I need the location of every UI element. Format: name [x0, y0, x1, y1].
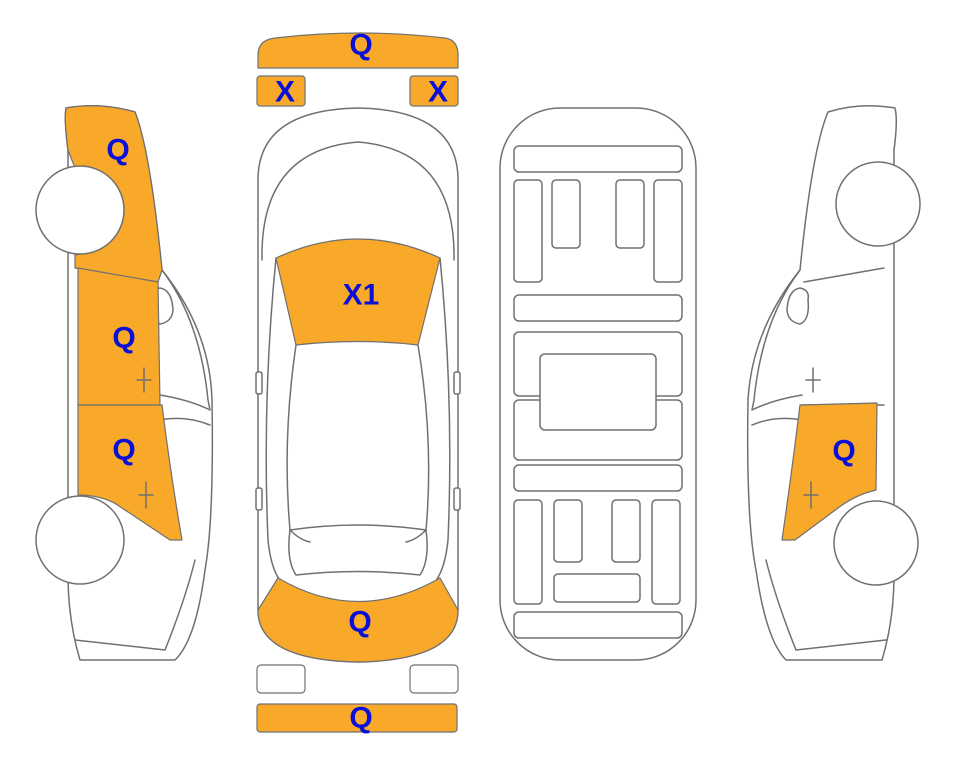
left-front-fender-code: Q — [106, 134, 129, 167]
underbody-rear-right-rail — [651, 499, 681, 605]
underbody-view — [499, 107, 697, 661]
left-rear-door-handle — [138, 481, 154, 509]
underbody-center-tunnel — [539, 353, 657, 431]
right-rear-wheel — [833, 500, 919, 586]
left-rear-door-panel[interactable] — [77, 404, 183, 541]
underbody-rear-crossmember — [513, 464, 683, 492]
top-view-right-inner-line — [405, 344, 430, 543]
trunk-code: Q — [348, 606, 371, 639]
underbody-front-right-rail — [653, 179, 683, 283]
front-left-light-panel[interactable] — [256, 75, 306, 107]
underbody-rear-right-inner — [611, 499, 641, 563]
top-view-right-mirror-rear — [453, 487, 461, 511]
top-view-rear-glass — [288, 524, 428, 576]
left-side-sill-line — [74, 559, 196, 651]
underbody-rear-left-inner — [553, 499, 583, 563]
underbody-rear-panel — [513, 611, 683, 639]
right-front-wheel — [835, 161, 921, 247]
left-side-window-line — [159, 269, 211, 411]
underbody-front-left-inner — [551, 179, 581, 249]
rear-bumper-panel[interactable] — [256, 703, 458, 733]
top-view-body-outline — [257, 107, 459, 663]
top-view-hood-arc — [261, 141, 455, 261]
left-rear-wheel — [35, 495, 125, 585]
left-front-door-code: Q — [112, 322, 135, 355]
underbody-front-right-inner — [615, 179, 645, 249]
top-view: Q X X X1 Q Q — [255, 29, 461, 735]
right-rear-door-code: Q — [832, 435, 855, 468]
right-rear-door-handle — [803, 481, 819, 509]
right-side-sill-line — [765, 559, 887, 651]
right-front-door-handle — [805, 367, 821, 393]
front-left-light-code: X — [275, 76, 295, 109]
front-right-light-panel[interactable] — [409, 75, 459, 107]
rear-right-light-panel[interactable] — [409, 664, 459, 694]
left-side-view: Q Q Q — [35, 105, 214, 661]
top-view-left-mirror — [255, 371, 263, 395]
top-view-left-side-line — [265, 257, 291, 591]
right-side-window-line — [751, 269, 803, 411]
trunk-panel[interactable] — [257, 577, 459, 663]
underbody-spare-well — [553, 573, 641, 603]
rear-bumper-code: Q — [349, 702, 372, 735]
rear-left-light-panel[interactable] — [256, 664, 306, 694]
front-bumper-code: Q — [349, 29, 372, 62]
top-view-right-mirror — [453, 371, 461, 395]
top-view-left-mirror-rear — [255, 487, 263, 511]
underbody-front-crossmember — [513, 145, 683, 173]
left-front-door-handle — [136, 367, 152, 393]
left-front-wheel — [35, 165, 125, 255]
right-side-view: Q — [746, 105, 921, 661]
hood-code: X1 — [343, 279, 380, 312]
front-bumper-panel[interactable] — [257, 32, 459, 69]
underbody-front-left-rail — [513, 179, 543, 283]
left-rear-door-code: Q — [112, 434, 135, 467]
underbody-rear-left-rail — [513, 499, 543, 605]
right-side-mirror — [786, 287, 810, 325]
front-right-light-code: X — [428, 76, 448, 109]
top-view-right-side-line — [425, 257, 451, 591]
top-view-left-inner-line — [286, 344, 311, 543]
underbody-mid-crossmember — [513, 294, 683, 322]
right-rear-door-panel[interactable] — [781, 402, 878, 541]
